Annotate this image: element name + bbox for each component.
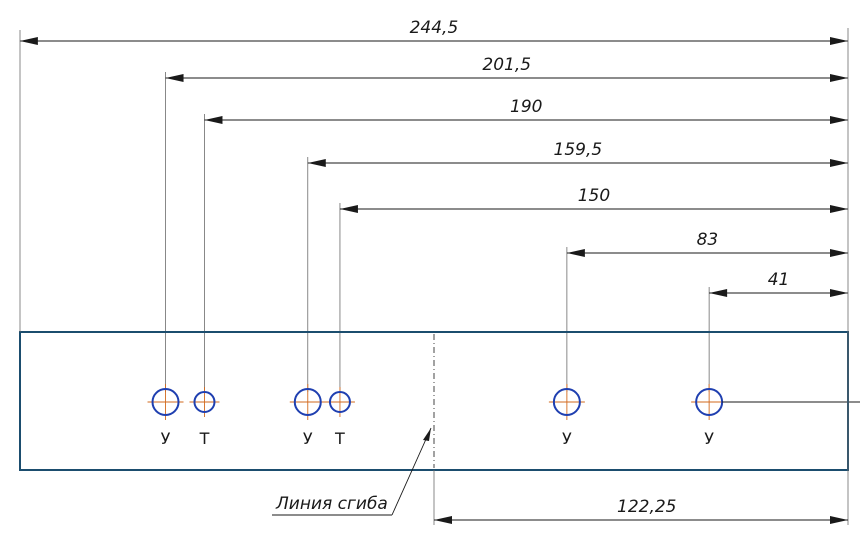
dimension-6: 41 (708, 270, 848, 392)
hole-label: У (303, 429, 313, 448)
dimension-lines: 244,5 201,5 190 159,5 150 83 41 (19, 18, 848, 392)
arrow-left (339, 205, 358, 213)
arrow-left (709, 289, 728, 297)
hole-label: Т (199, 429, 210, 448)
hole-1: Т (189, 387, 220, 448)
bend-dimension-label: 122,25 (617, 497, 676, 517)
dimension-label: 150 (578, 186, 610, 206)
dimension-label: 190 (510, 97, 542, 117)
dimension-label: 244,5 (410, 18, 459, 38)
hole-0: У (147, 384, 184, 448)
arrow-right (830, 37, 848, 45)
hole-4: У (548, 384, 585, 448)
hole-circle (193, 391, 216, 413)
hole-label: Т (334, 429, 345, 448)
arrow-left (204, 116, 223, 124)
dimension-5: 83 (566, 230, 848, 392)
hole-circle (552, 388, 581, 416)
arrow-right (830, 249, 848, 257)
hole-5: У (691, 384, 728, 448)
arrow-left (307, 159, 326, 167)
dimension-1: 201,5 (165, 55, 848, 392)
arrow-left (19, 37, 38, 45)
dimension-label: 159,5 (554, 140, 603, 160)
bend-dimension (433, 470, 849, 525)
arrow-left (566, 249, 585, 257)
dimension-label: 201,5 (482, 55, 531, 75)
hole-label: У (562, 429, 572, 448)
arrow-left (165, 74, 184, 82)
hole-3: Т (324, 387, 355, 448)
arrow-right (830, 74, 848, 82)
hole-circle (293, 388, 322, 416)
arrow-right (830, 159, 848, 167)
hole-2: У (289, 384, 326, 448)
arrow-right (830, 116, 848, 124)
bend-label-leader (272, 427, 432, 516)
dimension-3: 159,5 (307, 140, 848, 392)
bend-label: Линия сгиба (275, 494, 388, 514)
dimension-2: 190 (204, 97, 848, 392)
arrow-right (830, 289, 848, 297)
hole-circle (151, 388, 180, 416)
arrow-right (830, 205, 848, 213)
dimension-label: 83 (697, 230, 719, 250)
dimension-label: 41 (768, 270, 790, 290)
hole-label: У (704, 429, 714, 448)
hole-circle (328, 391, 351, 413)
dimension-0: 244,5 (19, 18, 848, 45)
hole-label: У (161, 429, 171, 448)
dimension-4: 150 (339, 186, 848, 392)
